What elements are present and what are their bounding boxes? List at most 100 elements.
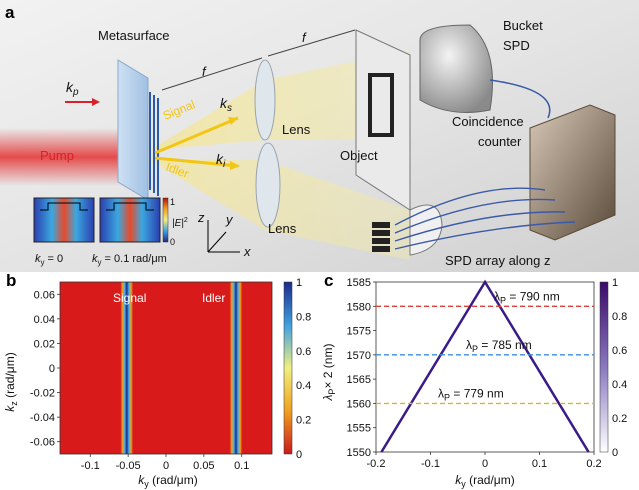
panel-b-xtick-label: 0.1 [234,460,249,472]
panel-b-heatmap [59,281,273,455]
wavelength-line-label: λP = 779 nm [438,386,504,402]
inset-cb-bottom: 0 [170,237,175,247]
panel-c-xtick-label: 0.2 [586,458,601,470]
field-inset [33,197,169,243]
panel-c-xtick-label: 0 [482,458,488,470]
panel-a-letter: a [5,3,15,22]
panel-c-colorbar [599,281,609,453]
panel-c-chart: c λP = 790 nm λP = 785 nm λP = 779 nm 1585… [321,272,627,489]
panel-c-cb-tick-label: 1 [612,277,618,289]
inset-2-label: ky = 0.1 rad/μm [92,253,167,267]
bucket-cable [489,79,551,119]
label-counter: counter [478,134,522,149]
panel-c-xtick-label: 0.1 [532,458,547,470]
label-spd: SPD [503,38,530,53]
panel-b-ytick-label: 0 [49,363,55,375]
panel-c-ytick-label: 1565 [347,374,371,386]
wavelength-lines: λP = 790 nm λP = 785 nm λP = 779 nm [376,289,594,405]
signal-beam [150,50,410,150]
panel-b-ytick-label: -0.06 [30,437,55,449]
label-pump: Pump [40,148,74,163]
axis-x-label: x [243,244,251,259]
panel-b-yticks: 0.06 0.04 0.02 0 -0.02 -0.04 -0.06 [30,289,60,449]
lens-1 [254,59,276,141]
pump-beam [0,128,135,186]
panel-b-ytick-label: 0.02 [34,338,55,350]
panel-b-cb-ticks: 1 0.8 0.6 0.4 0.2 0 [296,277,311,461]
label-bucket: Bucket [503,18,543,33]
wavelength-line-label: λP = 785 nm [466,338,532,354]
metasurface [117,59,149,201]
panel-b-ytick-label: -0.04 [30,412,55,424]
panel-c-plot-area [375,281,595,453]
panel-c-cb-tick-label: 0.8 [612,311,627,323]
panel-b-ylabel: kz (rad/μm) [3,352,19,411]
label-lens-1: Lens [282,122,311,137]
panel-c-ytick-label: 1555 [347,423,371,435]
idler-arrow [154,156,239,168]
panel-b-cb-tick-label: 0 [296,449,302,461]
panel-c-ytick-label: 1550 [347,447,371,459]
spd-cables [394,187,576,250]
panel-c-ylabel: λP× 2 (nm) [321,344,337,402]
panel-c-ytick-label: 1585 [347,277,371,289]
panel-c-cb-tick-label: 0.2 [612,413,627,425]
bucket-spd [419,24,493,113]
panel-b-ytick-label: 0.06 [34,289,55,301]
label-f2: f [302,30,307,45]
signal-arrow [154,116,239,155]
panel-b-ytick-label: -0.02 [30,388,55,400]
label-coincidence: Coincidence [452,114,524,129]
panel-c-cb-tick-label: 0 [612,447,618,459]
label-ks: ks [220,95,232,114]
inset-cb-label: |E|2 [172,217,188,229]
panel-c-xlabel: ky (rad/μm) [455,473,514,489]
panel-b-letter: b [6,272,16,290]
wavelength-line-label: λP = 790 nm [494,289,560,305]
panel-b-cb-tick-label: 0.2 [296,415,311,427]
coincidence-counter [529,104,616,241]
panel-b-cb-tick-label: 1 [296,277,302,289]
panel-c-cb-tick-label: 0.6 [612,345,627,357]
panel-c-ytick-label: 1575 [347,326,371,338]
panel-c-xtick-label: -0.1 [421,458,440,470]
f-arrow-2 [267,29,356,57]
label-metasurface: Metasurface [98,28,170,43]
lens-2 [255,142,281,228]
panel-b-cb-tick-label: 0.4 [296,380,311,392]
inset-colorbar [162,197,169,243]
metasurface-grating [149,92,159,196]
panel-c-ytick-label: 1580 [347,301,371,313]
panel-c-xtick-label: -0.2 [367,458,386,470]
label-kp: kp [66,79,79,98]
panel-c-cb-ticks: 1 0.8 0.6 0.4 0.2 0 [612,277,627,459]
label-spd-array: SPD array along z [445,253,551,268]
panel-c-xticks: -0.2 -0.1 0 0.1 0.2 [367,452,602,470]
panel-b-ytick-label: 0.04 [34,314,55,326]
panel-b-xlabel: ky (rad/μm) [138,473,197,489]
panel-b-xtick-label: -0.05 [116,460,141,472]
panel-b-xtick-label: -0.1 [81,460,100,472]
label-ki: ki [216,151,226,170]
panel-c-cb-tick-label: 0.4 [612,379,627,391]
label-object: Object [340,148,378,163]
f-arrow-1 [161,57,263,91]
panel-c-letter: c [324,272,333,290]
panel-c-ytick-label: 1570 [347,350,371,362]
inset-1-label: ky = 0 [35,253,63,267]
panel-b-xtick-label: 0.05 [193,460,214,472]
panel-b-chart: b Signal Idler 0.060.040.020-0.02-0.04-0… [3,272,311,489]
axis-triad [207,220,240,253]
panel-b-cb-tick-label: 0.8 [296,311,311,323]
panel-b-xtick-label: 0 [163,460,169,472]
object-pattern [368,73,394,137]
panel-b-xticks: -0.1 -0.05 0 0.05 0.1 [81,454,249,472]
panel-b-colorbar [283,281,293,455]
axis-y-label: y [225,212,234,227]
panel-b-cb-tick-label: 0.6 [296,346,311,358]
label-f1: f [202,64,207,79]
inset-cb-top: 1 [170,197,175,207]
panel-b-signal-label: Signal [113,291,146,305]
idler-beam [150,160,410,260]
